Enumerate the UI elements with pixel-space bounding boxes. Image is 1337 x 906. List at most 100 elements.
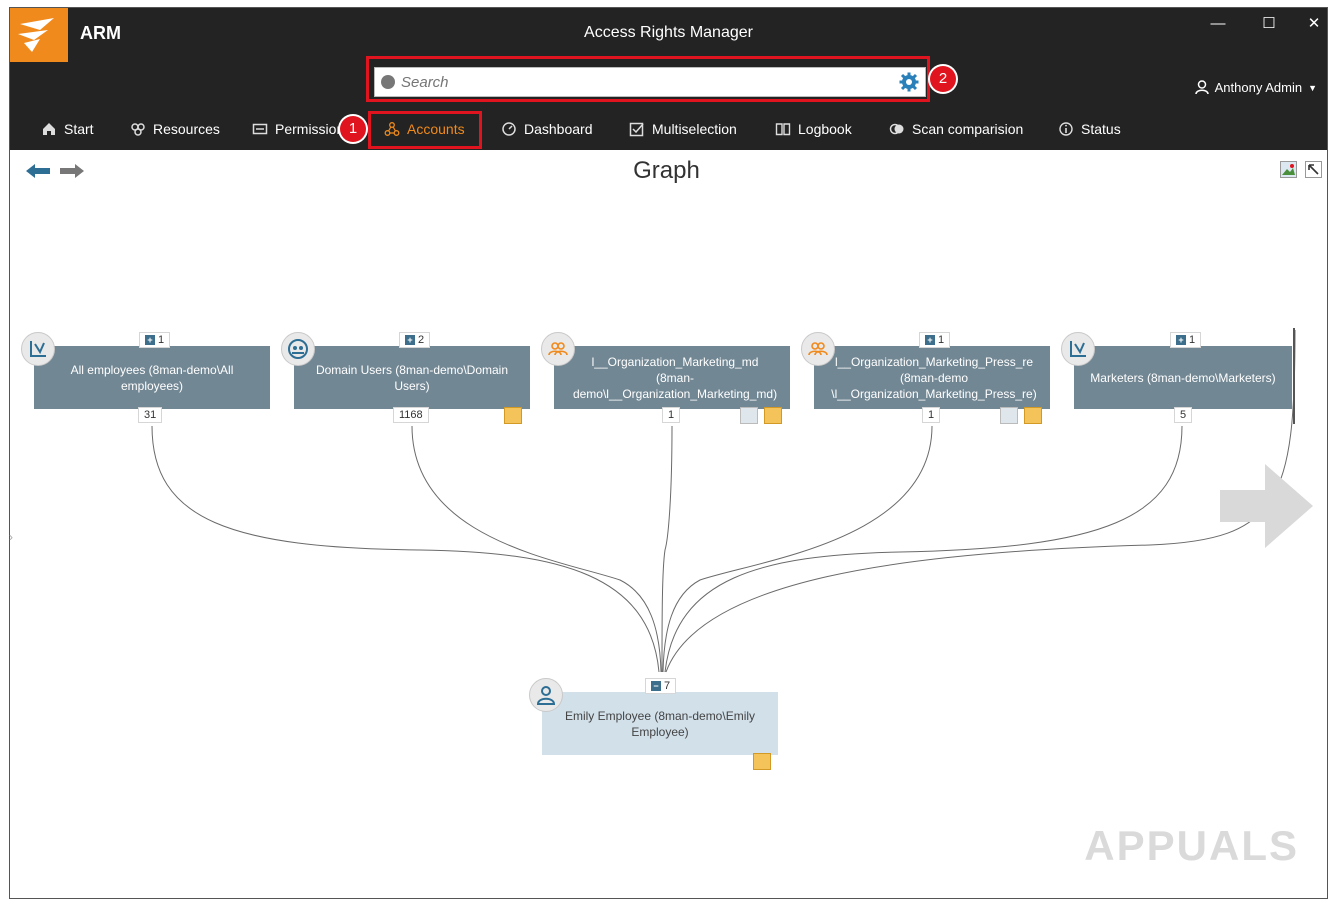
chevron-down-icon: ▼ bbox=[1308, 82, 1317, 93]
group-node-label: Marketers (8man-demo\Marketers) bbox=[1090, 370, 1276, 385]
expand-count: 1 bbox=[1189, 334, 1196, 346]
group-node-domain-users[interactable]: Domain Users (8man-demo\Domain Users) bbox=[294, 346, 530, 409]
expand-count: 1 bbox=[938, 334, 945, 346]
forward-arrow-icon[interactable] bbox=[60, 163, 84, 184]
group-node-marketers[interactable]: Marketers (8man-demo\Marketers) bbox=[1074, 346, 1292, 409]
search-input[interactable] bbox=[399, 70, 893, 94]
solarwinds-logo bbox=[10, 8, 68, 62]
graph-title: Graph bbox=[633, 157, 700, 184]
graph-scrollbar-edge bbox=[1293, 328, 1295, 424]
nav-resources-label: Resources bbox=[153, 121, 220, 137]
member-count-badge: 1 bbox=[922, 407, 941, 423]
expand-counter[interactable]: +1 bbox=[139, 332, 171, 348]
domain-group-icon bbox=[281, 332, 315, 366]
globe-icon bbox=[381, 75, 395, 89]
resources-icon bbox=[131, 123, 145, 136]
user-menu[interactable]: Anthony Admin ▼ bbox=[1194, 80, 1317, 95]
nav-accounts[interactable]: Accounts bbox=[384, 121, 465, 137]
group-node-organization-marketing-press-re[interactable]: l__Organization_Marketing_Press_re (8man… bbox=[814, 346, 1050, 409]
plus-icon: + bbox=[1176, 335, 1186, 345]
pan-right-arrow-icon[interactable] bbox=[1220, 464, 1315, 548]
user-group-icon bbox=[541, 332, 575, 366]
nav-dashboard-label: Dashboard bbox=[524, 121, 593, 137]
close-button[interactable]: ✕ bbox=[1307, 15, 1321, 32]
nav-permission-label: Permission bbox=[275, 121, 345, 137]
annotation-frame-accounts bbox=[368, 111, 482, 149]
note-icon[interactable] bbox=[764, 407, 782, 424]
title-bar: ARM Access Rights Manager — ☐ ✕ bbox=[10, 8, 1327, 62]
minimize-button[interactable]: — bbox=[1210, 15, 1226, 32]
dashboard-icon bbox=[502, 122, 516, 136]
nav-permission[interactable]: Permission bbox=[252, 121, 344, 137]
graph-canvas[interactable] bbox=[16, 150, 1327, 894]
group-node-all-employees[interactable]: All employees (8man-demo\All employees) bbox=[34, 346, 270, 409]
nav-dashboard[interactable]: Dashboard bbox=[501, 121, 593, 137]
member-count-badge: 1 bbox=[662, 407, 681, 423]
fit-to-screen-icon[interactable] bbox=[1305, 161, 1322, 178]
appuals-watermark: APPUALS bbox=[1084, 822, 1299, 869]
left-panel-toggle[interactable]: › bbox=[9, 530, 13, 544]
maximize-button[interactable]: ☐ bbox=[1262, 15, 1276, 32]
expand-counter[interactable]: +1 bbox=[919, 332, 951, 348]
member-count: 1 bbox=[668, 409, 675, 421]
group-node-organization-marketing-md[interactable]: l__Organization_Marketing_md (8man-demo\… bbox=[554, 346, 790, 409]
user-name: Anthony Admin bbox=[1214, 80, 1303, 95]
note-icon[interactable] bbox=[753, 753, 771, 770]
member-count: 31 bbox=[144, 409, 157, 421]
expand-count: 7 bbox=[664, 680, 671, 692]
folder-icon[interactable] bbox=[740, 407, 758, 424]
nav-start-label: Start bbox=[64, 121, 94, 137]
member-count: 1168 bbox=[399, 409, 423, 421]
checkbox-icon bbox=[629, 122, 644, 137]
annotation-badge-2: 2 bbox=[930, 66, 956, 92]
back-arrow-icon[interactable] bbox=[26, 163, 50, 184]
nav-logbook[interactable]: Logbook bbox=[775, 121, 852, 137]
member-count: 1 bbox=[928, 409, 935, 421]
member-count-badge: 31 bbox=[138, 407, 163, 423]
member-count-badge: 1168 bbox=[393, 407, 429, 423]
security-group-icon bbox=[21, 332, 55, 366]
export-image-icon[interactable] bbox=[1280, 161, 1297, 178]
book-icon bbox=[775, 123, 791, 136]
note-icon[interactable] bbox=[504, 407, 522, 424]
annotation-frame-search bbox=[366, 56, 930, 102]
nav-start[interactable]: Start bbox=[41, 121, 94, 137]
app-name: ARM bbox=[80, 23, 121, 43]
user-icon bbox=[529, 678, 563, 712]
plus-icon: + bbox=[145, 335, 155, 345]
nav-resources[interactable]: Resources bbox=[130, 121, 220, 137]
nav-status-label: Status bbox=[1081, 121, 1121, 137]
scan-icon bbox=[889, 123, 904, 135]
gear-icon[interactable] bbox=[899, 72, 919, 97]
group-node-label: Domain Users (8man-demo\Domain Users) bbox=[315, 362, 509, 393]
group-node-label: l__Organization_Marketing_md (8man-demo\… bbox=[572, 354, 778, 401]
nav-scan-comparision[interactable]: Scan comparision bbox=[889, 121, 1023, 137]
user-node-emily-employee[interactable]: Emily Employee (8man-demo\Emily Employee… bbox=[542, 692, 778, 755]
group-node-label: l__Organization_Marketing_Press_re (8man… bbox=[831, 354, 1037, 401]
folder-icon[interactable] bbox=[1000, 407, 1018, 424]
nav-status[interactable]: Status bbox=[1058, 121, 1121, 137]
nav-multiselection[interactable]: Multiselection bbox=[629, 121, 737, 137]
window-title: Access Rights Manager bbox=[584, 24, 753, 41]
minus-icon: − bbox=[651, 681, 661, 691]
annotation-badge-1: 1 bbox=[340, 116, 366, 142]
expand-counter[interactable]: +1 bbox=[1170, 332, 1202, 348]
security-group-icon bbox=[1061, 332, 1095, 366]
note-icon[interactable] bbox=[1024, 407, 1042, 424]
collapse-counter[interactable]: −7 bbox=[645, 678, 677, 694]
main-navigation: Start Resources Permission Accounts Dash… bbox=[10, 112, 1327, 150]
search-box[interactable] bbox=[374, 67, 926, 97]
expand-counter[interactable]: +2 bbox=[399, 332, 431, 348]
permission-icon bbox=[252, 123, 268, 135]
user-node-label: Emily Employee (8man-demo\Emily Employee… bbox=[564, 708, 756, 739]
home-icon bbox=[43, 123, 55, 135]
search-bar-row: Anthony Admin ▼ bbox=[10, 62, 1327, 112]
expand-count: 2 bbox=[418, 334, 425, 346]
app-window: ARM Access Rights Manager — ☐ ✕ bbox=[10, 8, 1327, 898]
nav-scan-label: Scan comparision bbox=[912, 121, 1024, 137]
nav-multiselection-label: Multiselection bbox=[652, 121, 737, 137]
member-count-badge: 5 bbox=[1174, 407, 1193, 423]
member-count: 5 bbox=[1180, 409, 1187, 421]
nav-accounts-label: Accounts bbox=[407, 121, 465, 137]
expand-count: 1 bbox=[158, 334, 165, 346]
